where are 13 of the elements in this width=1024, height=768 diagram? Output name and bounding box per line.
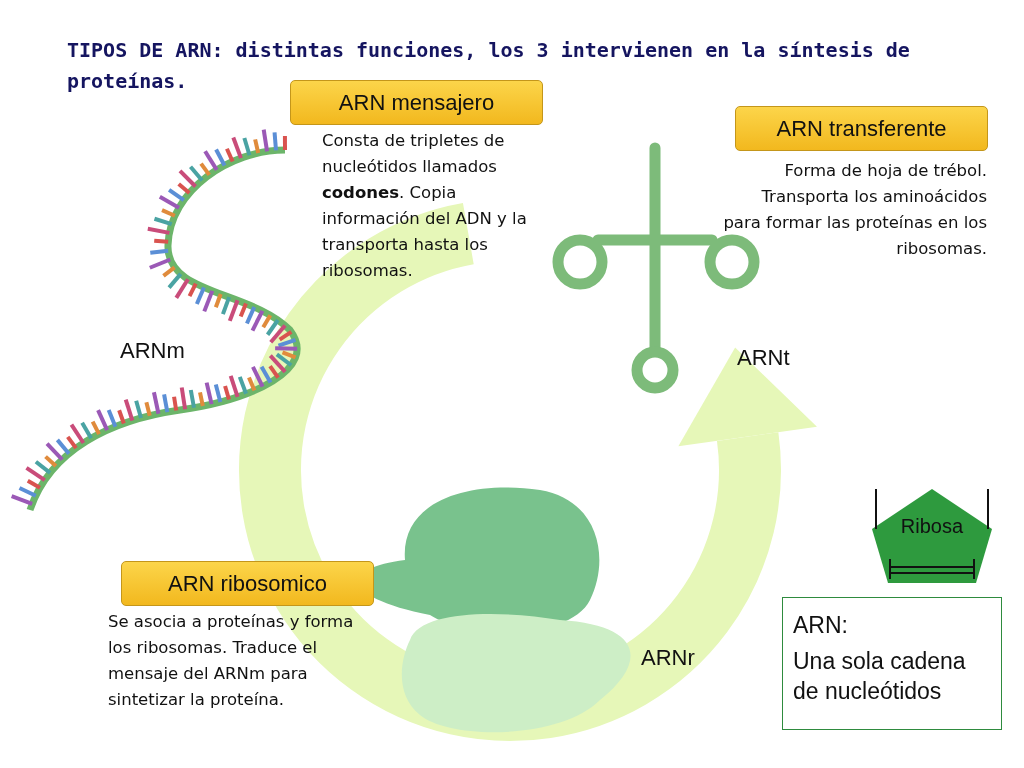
heading-box: ARN transferente — [735, 106, 988, 151]
body-text: Una sola cadena de nucleótidos — [793, 647, 967, 706]
part-label: ARNm — [120, 338, 185, 364]
description-text: Se asocia a proteínas y forma los ribosomas. Traduce el mensaje del ARNm para sintetizar la proteína. — [108, 611, 355, 711]
shape-label: Ribosa — [899, 515, 965, 538]
description-text: Forma de hoja de trébol. Transporta los aminoácidos para formar las proteínas en los ribosomas. — [722, 160, 987, 260]
heading-text: ARN: — [793, 611, 849, 640]
heading-box: ARN ribosomico — [121, 561, 374, 606]
heading-box: ARN mensajero — [290, 80, 543, 125]
description-text: Consta de tripletes de nucleótidos llamados codones. Copia información del ADN y la transporta hasta los ribosomas. — [322, 130, 528, 282]
part-label: ARNr — [641, 645, 695, 671]
part-label: ARNt — [737, 345, 790, 371]
info-box — [782, 597, 1002, 730]
